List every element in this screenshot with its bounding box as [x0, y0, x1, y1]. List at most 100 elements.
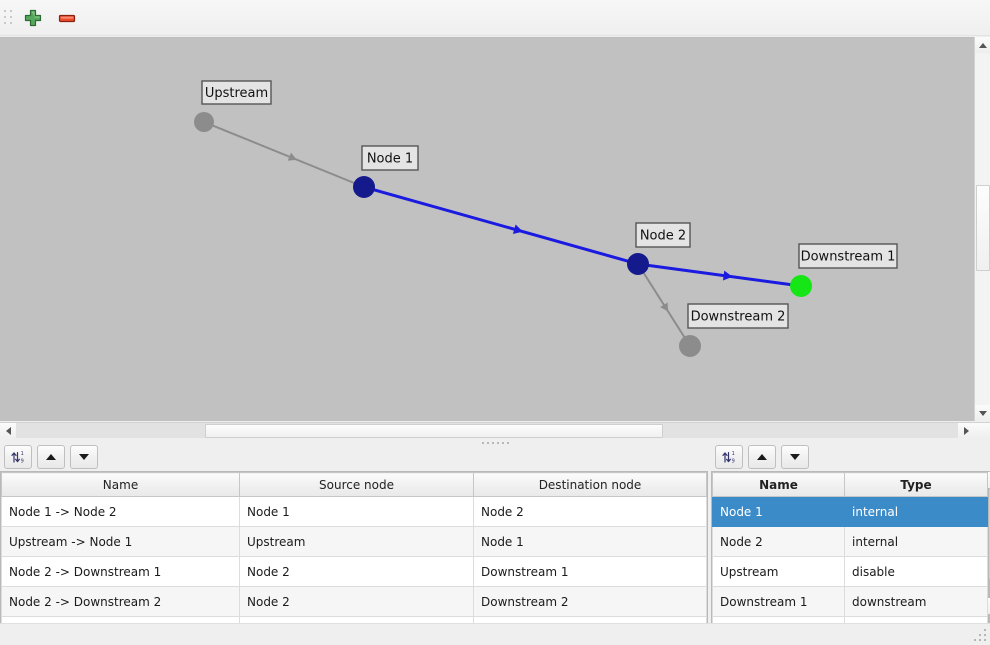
- edges-cell-0[interactable]: Upstream -> Node 1: [1, 526, 240, 557]
- edges-cell-0[interactable]: Node 2 -> Downstream 2: [1, 586, 240, 617]
- canvas-horizontal-scrollbar[interactable]: [0, 422, 990, 439]
- edges-cell-2[interactable]: Downstream 2: [473, 586, 707, 617]
- scroll-left-button[interactable]: [0, 423, 16, 439]
- horizontal-splitter[interactable]: [0, 438, 990, 447]
- edge-arrowhead: [287, 152, 297, 161]
- nodes-cell-0[interactable]: Node 2: [712, 526, 845, 557]
- triangle-up-icon: [757, 454, 767, 460]
- edges-column-header-0[interactable]: Name: [1, 472, 240, 497]
- edges-cell-0[interactable]: Node 2 -> Downstream 1: [1, 556, 240, 587]
- graph-node-label-text: Upstream: [205, 86, 268, 101]
- graph-node[interactable]: [194, 112, 214, 132]
- svg-text:9: 9: [21, 458, 24, 464]
- nodes-scroll-down-button[interactable]: [987, 598, 990, 614]
- nodes-cell-1[interactable]: internal: [844, 496, 988, 527]
- edges-sort-button[interactable]: 1 9: [4, 445, 32, 469]
- edges-column-header-1[interactable]: Source node: [239, 472, 474, 497]
- graph-edge[interactable]: [637, 262, 802, 288]
- nodes-cell-0[interactable]: Node 1: [712, 496, 845, 527]
- graph-node-label[interactable]: Downstream 2: [687, 303, 789, 329]
- scroll-up-button[interactable]: [975, 37, 990, 53]
- nodes-column-header-1[interactable]: Type: [844, 472, 988, 497]
- edges-cell-2[interactable]: Node 2: [473, 496, 707, 527]
- edges-cell-2[interactable]: Node 1: [473, 526, 707, 557]
- graph-node[interactable]: [790, 275, 812, 297]
- toolbar-drag-handle[interactable]: [3, 7, 13, 29]
- graph-node-label-text: Node 2: [640, 229, 686, 244]
- graph-node-label-box: [798, 243, 898, 269]
- edge-arrowhead: [722, 270, 733, 281]
- nodes-cell-1[interactable]: internal: [844, 526, 988, 557]
- graph-node-label[interactable]: Upstream: [201, 80, 272, 105]
- window-resize-grip[interactable]: [974, 629, 988, 643]
- canvas-vscroll-thumb[interactable]: [976, 185, 990, 271]
- graph-node[interactable]: [353, 176, 375, 198]
- canvas-hscroll-thumb[interactable]: [205, 424, 663, 438]
- sort-icon: 1 9: [722, 451, 735, 464]
- nodes-cell-1[interactable]: disable: [844, 556, 988, 587]
- graph-node-label[interactable]: Node 1: [361, 145, 419, 171]
- graph-node-label[interactable]: Node 2: [635, 222, 691, 248]
- chevron-down-icon: [979, 410, 987, 416]
- scroll-down-button[interactable]: [975, 405, 990, 421]
- edges-cell-1[interactable]: Upstream: [239, 526, 474, 557]
- graph-node[interactable]: [679, 335, 701, 357]
- scroll-right-button[interactable]: [958, 423, 974, 439]
- nodes-column-header-0[interactable]: Name: [712, 472, 845, 497]
- chevron-right-icon: [963, 427, 969, 435]
- nodes-cell-1[interactable]: downstream: [844, 586, 988, 617]
- add-node-button[interactable]: [18, 4, 48, 32]
- minus-icon: [58, 14, 76, 22]
- graph-node-label[interactable]: Downstream 1: [798, 243, 898, 269]
- svg-text:1: 1: [21, 451, 24, 457]
- svg-text:1: 1: [732, 451, 735, 457]
- edges-cell-1[interactable]: Node 1: [239, 496, 474, 527]
- edges-cell-1[interactable]: Node 2: [239, 556, 474, 587]
- nodes-scroll-thumb[interactable]: [988, 489, 990, 579]
- splitter-grip: [481, 441, 509, 444]
- nodes-panel-toolbar: 1 9: [711, 443, 990, 471]
- nodes-cell-0[interactable]: Upstream: [712, 556, 845, 587]
- nodes-move-down-button[interactable]: [781, 445, 809, 469]
- graph-node-label-box: [687, 303, 789, 329]
- remove-node-button[interactable]: [52, 4, 82, 32]
- graph-edge[interactable]: [363, 185, 639, 266]
- edges-column-header-2[interactable]: Destination node: [473, 472, 707, 497]
- edges-move-down-button[interactable]: [70, 445, 98, 469]
- canvas-vertical-scrollbar[interactable]: [974, 37, 990, 421]
- edges-cell-0[interactable]: Node 1 -> Node 2: [1, 496, 240, 527]
- nodes-scroll-up-button[interactable]: [987, 472, 990, 488]
- chevron-up-icon: [979, 42, 987, 48]
- nodes-cell-0[interactable]: Downstream 1: [712, 586, 845, 617]
- nodes-table-scrollbar[interactable]: [987, 471, 990, 636]
- graph-node-label-text: Downstream 2: [691, 310, 786, 325]
- edges-cell-1[interactable]: Node 2: [239, 586, 474, 617]
- status-bar: [0, 623, 990, 645]
- nodes-move-up-button[interactable]: [748, 445, 776, 469]
- scroll-corner: [974, 423, 990, 439]
- edges-move-up-button[interactable]: [37, 445, 65, 469]
- nodes-sort-button[interactable]: 1 9: [715, 445, 743, 469]
- graph-node[interactable]: [627, 253, 649, 275]
- edge-arrowhead: [512, 224, 523, 234]
- graph-edge[interactable]: [203, 121, 365, 188]
- edges-cell-2[interactable]: Downstream 1: [473, 556, 707, 587]
